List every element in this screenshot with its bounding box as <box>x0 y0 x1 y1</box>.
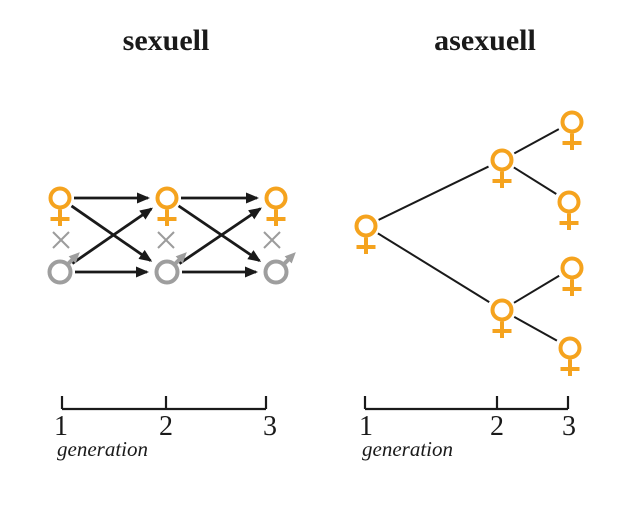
mating-arrow <box>71 207 154 265</box>
axis-tick-label: 2 <box>490 411 504 442</box>
axis-tick-label: 1 <box>54 411 68 442</box>
female-symbol <box>354 214 378 254</box>
sexual-panel-title: sexuell <box>122 24 210 57</box>
female-symbol <box>490 148 514 188</box>
axis-label-generation: generation <box>57 437 148 461</box>
mating-cross-icon <box>52 231 70 249</box>
female-symbol <box>557 190 581 230</box>
axis-tick-label: 3 <box>263 411 277 442</box>
female-symbol <box>48 186 72 226</box>
asexual-panel-title: asexuell <box>434 24 536 57</box>
female-symbol <box>558 336 582 376</box>
mating-arrow <box>178 207 262 265</box>
descent-line <box>377 232 490 303</box>
descent-line <box>378 165 489 221</box>
descent-line <box>513 128 560 155</box>
mating-arrow <box>177 204 262 262</box>
mating-cross-icon <box>263 231 281 249</box>
descent-line <box>513 315 558 342</box>
axis-label-generation: generation <box>362 437 453 461</box>
female-symbol <box>560 110 584 150</box>
male-symbol <box>47 252 80 285</box>
mating-cross-icon <box>157 231 175 249</box>
female-symbol <box>155 186 179 226</box>
descent-line <box>513 274 560 304</box>
female-symbol <box>560 256 584 296</box>
axis-tick-label: 3 <box>562 411 576 442</box>
male-symbol <box>154 252 187 285</box>
axis-tick-label: 2 <box>159 411 173 442</box>
mating-arrow <box>70 204 153 262</box>
female-symbol <box>490 298 514 338</box>
female-symbol <box>264 186 288 226</box>
descent-line <box>513 166 557 195</box>
male-symbol <box>263 252 296 285</box>
axis-tick-label: 1 <box>359 411 373 442</box>
